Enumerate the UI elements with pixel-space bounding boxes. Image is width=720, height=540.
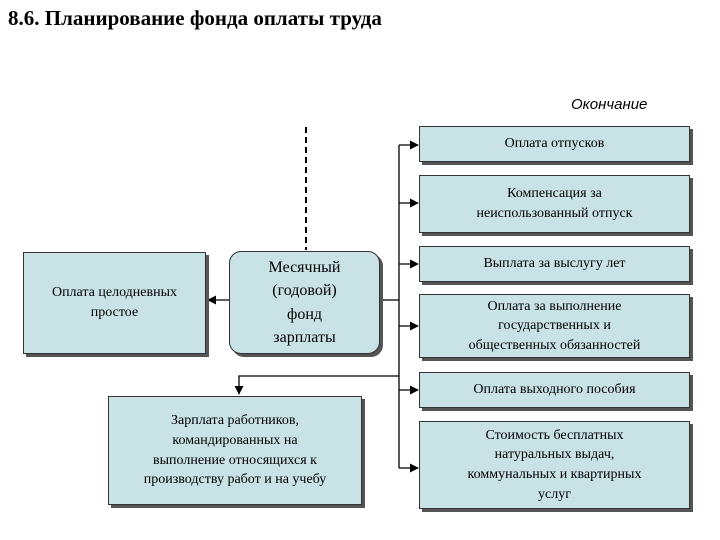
right-box-label: Выплата за выслугу лет <box>483 256 626 272</box>
right-box-label: Оплата отпусков <box>504 136 605 152</box>
right-box-severance: Оплата выходного пособия <box>419 372 690 408</box>
arrow-to-left-bottom <box>234 375 399 395</box>
page-title: 8.6. Планирование фонда оплаты труда <box>8 6 382 30</box>
right-box-label: Оплата выходного пособия <box>473 382 636 398</box>
right-box-vacation-pay: Оплата отпусков <box>419 126 690 162</box>
diagram-subtitle: Окончание <box>571 96 648 113</box>
right-box-seniority: Выплата за выслугу лет <box>419 246 690 282</box>
